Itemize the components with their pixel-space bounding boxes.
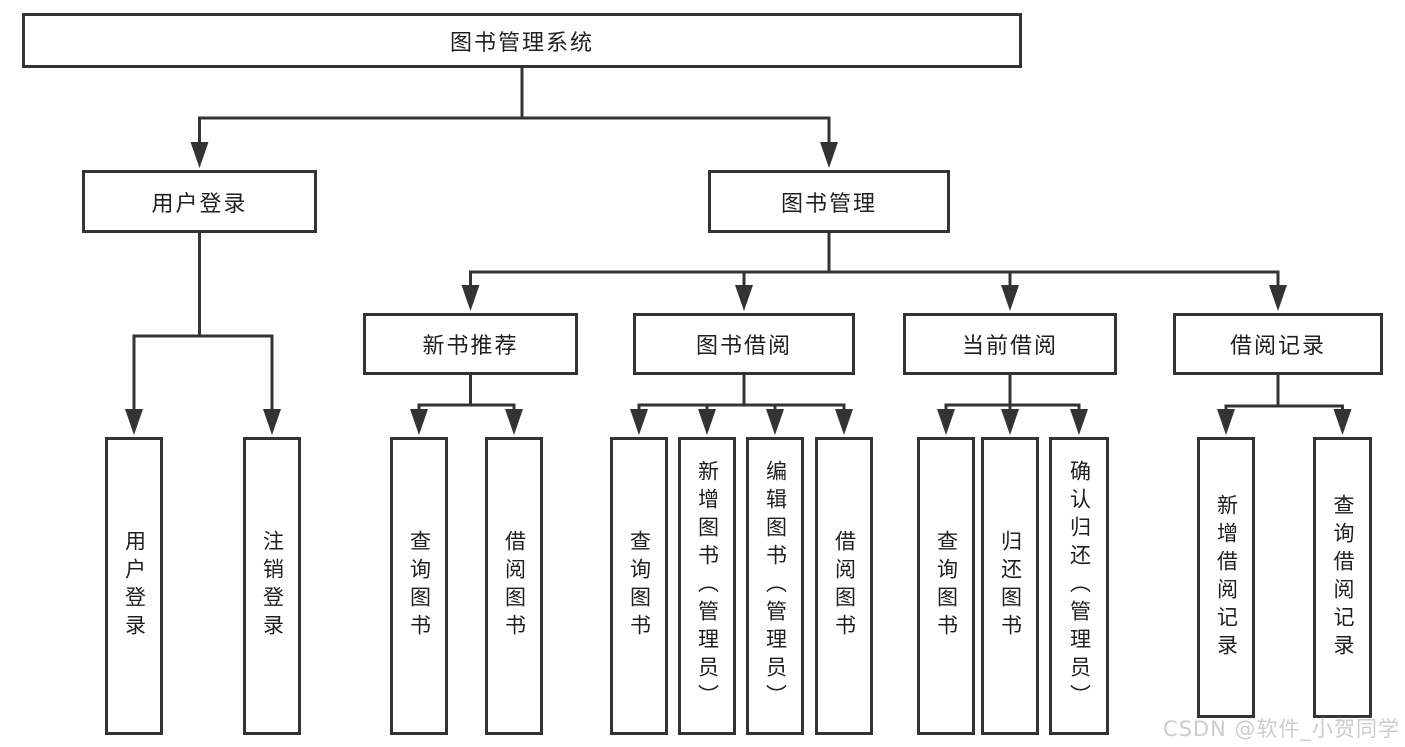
leaf-add-book-admin-label: 新增图书（管理员） <box>695 460 720 712</box>
arrowhead-down-icon <box>1001 409 1019 435</box>
arrowhead-down-icon <box>1217 409 1235 435</box>
arrowhead-down-icon <box>698 409 716 435</box>
arrowhead-down-icon <box>835 409 853 435</box>
node-book-management-label: 图书管理 <box>780 191 877 217</box>
leaf-user-login: 用户登录 <box>105 437 163 735</box>
leaf-confirm-return-admin: 确认归还（管理员） <box>1049 437 1109 735</box>
node-borrow-records: 借阅记录 <box>1173 313 1383 375</box>
leaf-search-book-recommend-label: 查询图书 <box>407 530 432 642</box>
arrowhead-down-icon <box>1269 285 1287 311</box>
leaf-search-book-current-label: 查询图书 <box>934 530 959 642</box>
arrowhead-down-icon <box>735 285 753 311</box>
leaf-logout: 注销登录 <box>243 437 301 735</box>
leaf-confirm-return-admin-label: 确认归还（管理员） <box>1067 460 1092 712</box>
node-book-borrow: 图书借阅 <box>633 313 855 375</box>
arrowhead-down-icon <box>1001 285 1019 311</box>
arrowhead-down-icon <box>190 142 209 168</box>
leaf-user-login-label: 用户登录 <box>122 530 147 642</box>
leaf-search-book-borrow: 查询图书 <box>610 437 668 735</box>
arrowhead-down-icon <box>1333 409 1352 435</box>
node-book-management: 图书管理 <box>708 170 950 233</box>
node-user-login: 用户登录 <box>82 170 317 233</box>
node-borrow-records-label: 借阅记录 <box>1229 334 1326 359</box>
arrowhead-down-icon <box>766 409 784 435</box>
leaf-add-book-admin: 新增图书（管理员） <box>678 437 736 735</box>
arrowhead-down-icon <box>937 409 955 435</box>
node-book-borrow-label: 图书借阅 <box>695 334 792 359</box>
leaf-search-borrow-record: 查询借阅记录 <box>1313 437 1372 718</box>
leaf-borrow-book-recommend-label: 借阅图书 <box>502 530 527 642</box>
node-root-label: 图书管理系统 <box>449 30 594 56</box>
leaf-return-book: 归还图书 <box>981 437 1039 735</box>
node-new-book-recommend: 新书推荐 <box>363 313 578 375</box>
arrowhead-down-icon <box>820 142 838 168</box>
leaf-edit-book-admin-label: 编辑图书（管理员） <box>763 460 788 712</box>
arrowhead-down-icon <box>263 409 281 435</box>
leaf-borrow-book-recommend: 借阅图书 <box>485 437 543 735</box>
leaf-add-borrow-record-label: 新增借阅记录 <box>1214 493 1239 662</box>
csdn-watermark: CSDN @软件_小贺同学 <box>1162 717 1400 741</box>
node-user-login-label: 用户登录 <box>151 191 248 217</box>
arrowhead-down-icon <box>505 409 523 435</box>
arrowhead-down-icon <box>630 409 648 435</box>
arrowhead-down-icon <box>1070 409 1088 435</box>
leaf-edit-book-admin: 编辑图书（管理员） <box>746 437 804 735</box>
leaf-logout-label: 注销登录 <box>260 530 285 642</box>
arrowhead-down-icon <box>461 285 480 311</box>
leaf-search-book-current: 查询图书 <box>917 437 975 735</box>
node-current-borrow: 当前借阅 <box>903 313 1117 375</box>
leaf-search-borrow-record-label: 查询借阅记录 <box>1331 493 1355 662</box>
node-root: 图书管理系统 <box>22 13 1022 68</box>
arrowhead-down-icon <box>125 409 143 435</box>
leaf-borrow-book: 借阅图书 <box>815 437 873 735</box>
leaf-add-borrow-record: 新增借阅记录 <box>1197 437 1255 718</box>
node-current-borrow-label: 当前借阅 <box>961 334 1058 359</box>
leaf-return-book-label: 归还图书 <box>998 530 1023 642</box>
leaf-search-book-recommend: 查询图书 <box>390 437 448 735</box>
leaf-search-book-borrow-label: 查询图书 <box>627 530 652 642</box>
leaf-borrow-book-label: 借阅图书 <box>832 530 857 642</box>
node-new-book-recommend-label: 新书推荐 <box>422 334 519 359</box>
arrowhead-down-icon <box>410 409 428 435</box>
